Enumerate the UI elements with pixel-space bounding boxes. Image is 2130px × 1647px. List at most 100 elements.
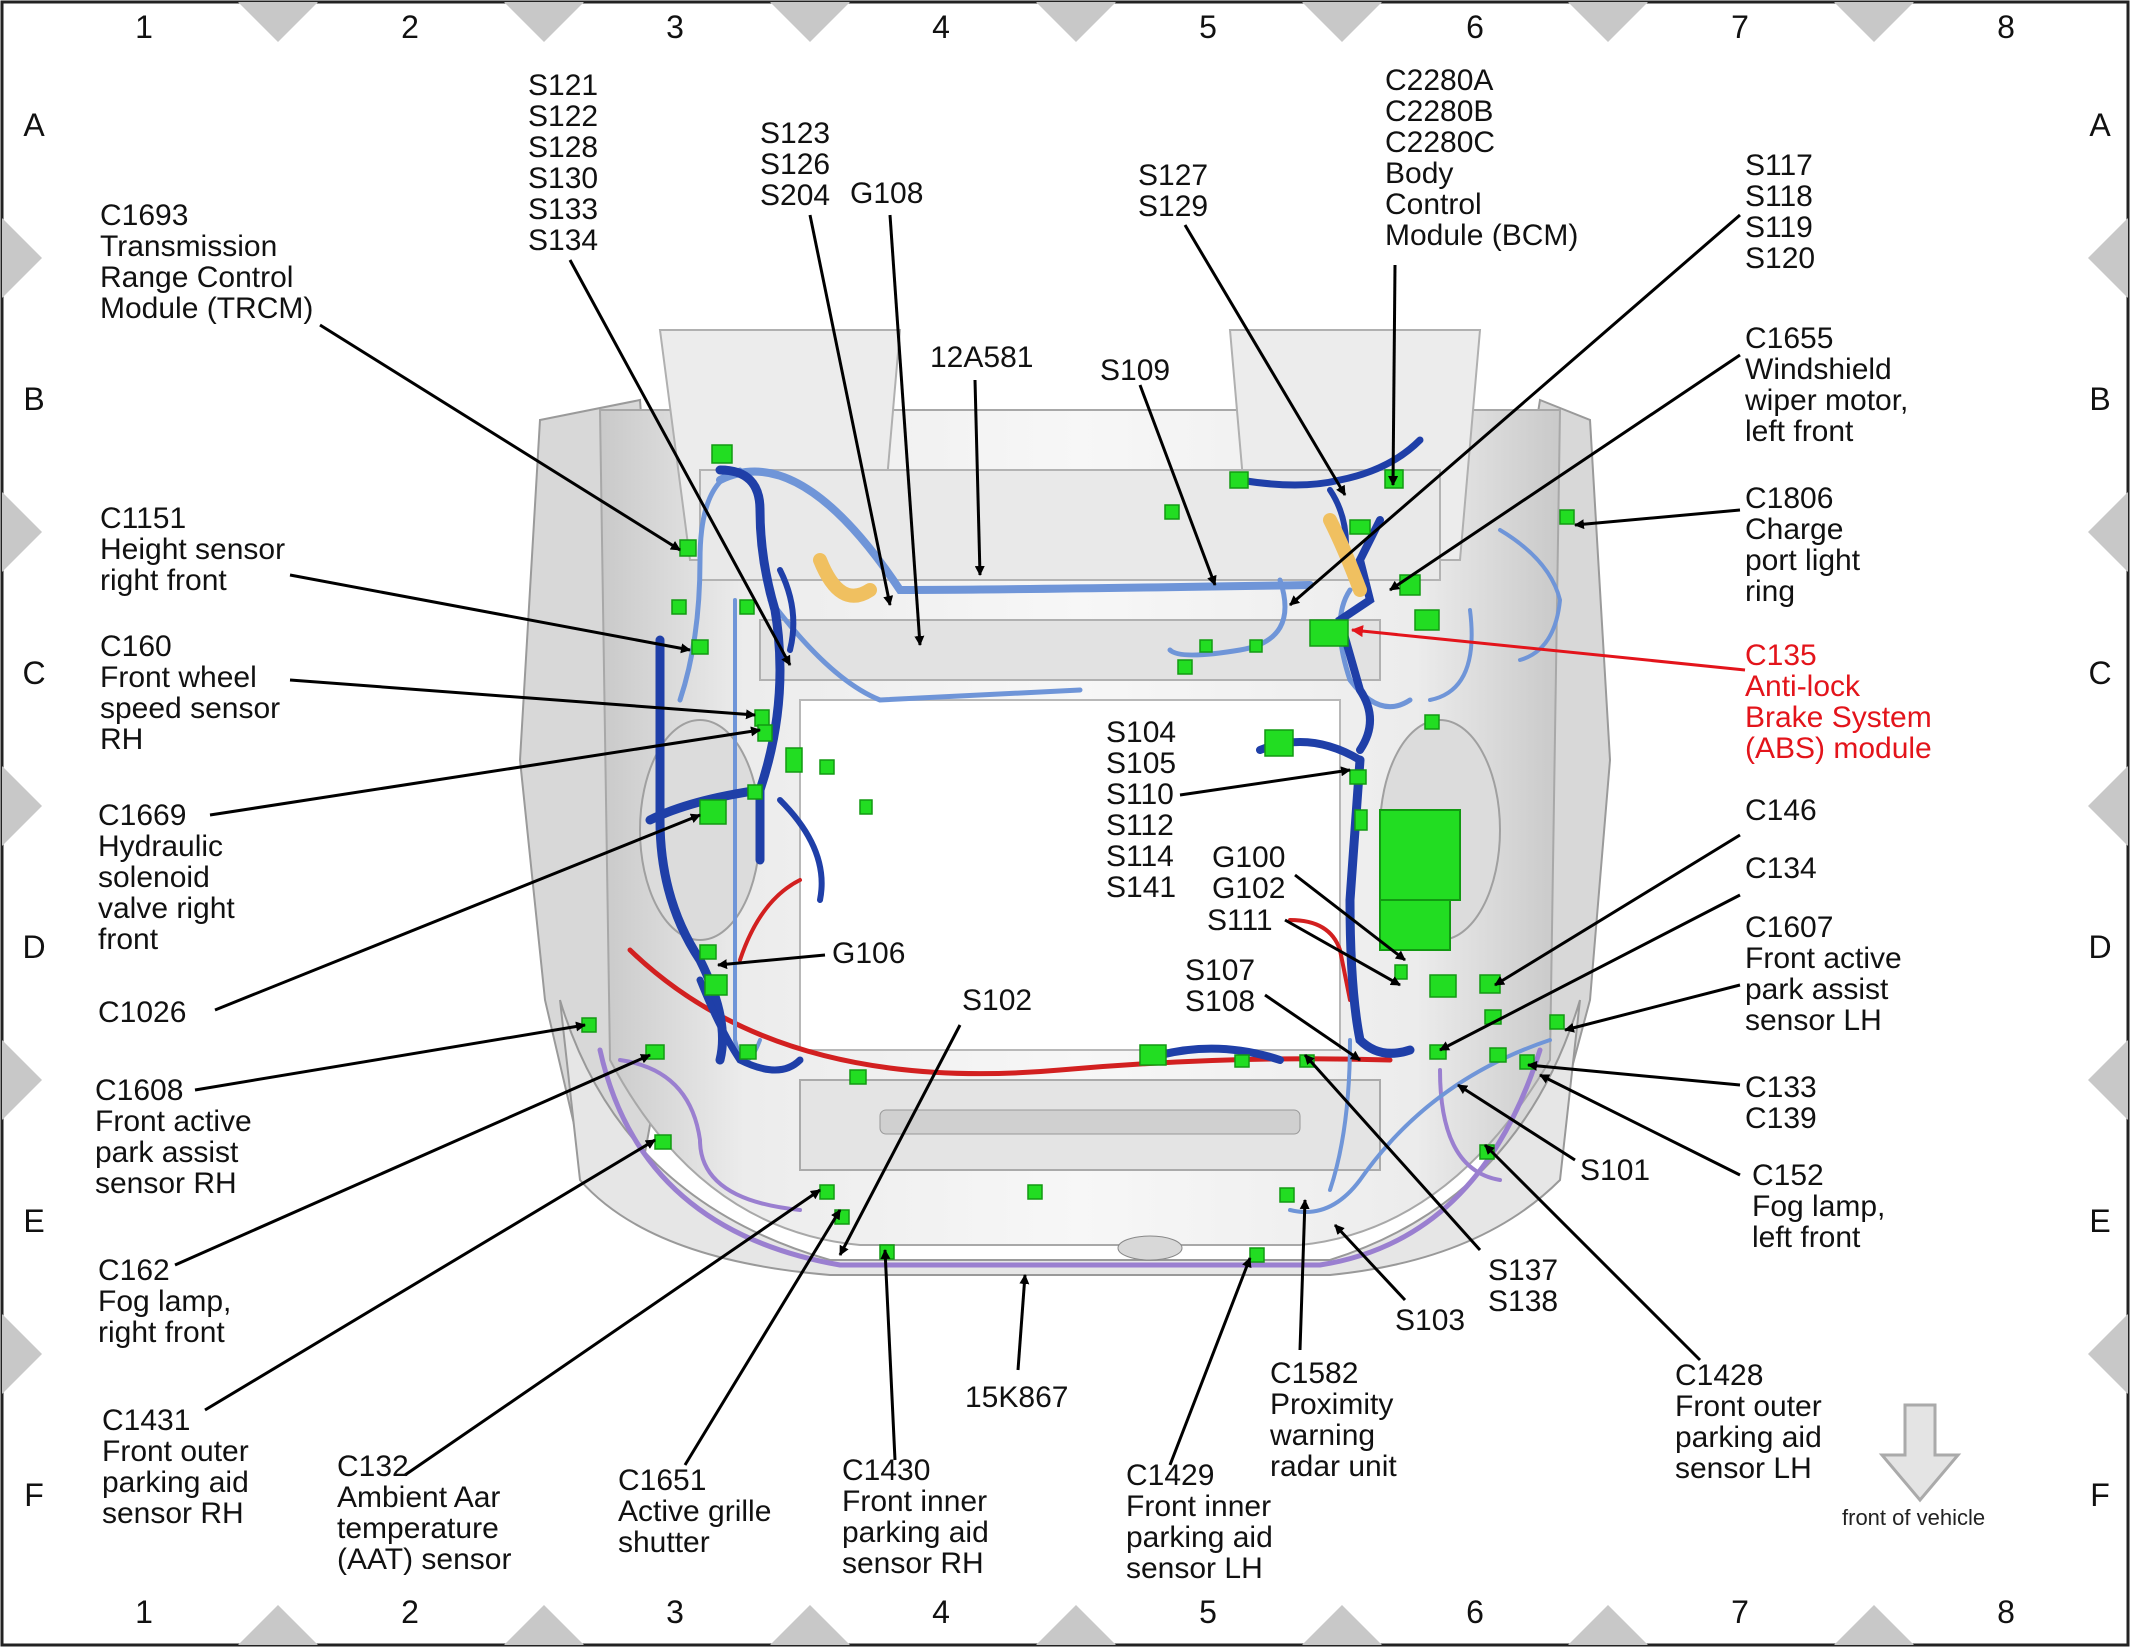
connector-block [1249,1247,1265,1263]
label-c134: C134 [1745,852,1817,885]
connector-block [679,539,697,557]
connector-block [819,759,835,775]
label-c132-aat-sensor: C132 Ambient Aar temperature (AAT) senso… [337,1450,512,1576]
connector-block [711,444,733,464]
connector-block [1424,714,1440,730]
leader-c1582 [1298,1199,1310,1351]
leader-s127 [1183,224,1347,496]
grid-diamond [1036,1605,1116,1645]
label-c1431-outer-aid-rh: C1431 Front outer parking aid sensor RH [102,1404,249,1530]
connector-block [785,747,803,773]
grid-col-top-8: 8 [1997,9,2015,45]
connector-block [699,799,727,825]
leader-c1431 [204,1138,656,1412]
connector-block [1264,729,1294,757]
leader-c1607 [1564,983,1741,1033]
connector-block [654,1134,672,1150]
label-c1428-outer-aid-lh: C1428 Front outer parking aid sensor LH [1675,1359,1822,1485]
leader-g100 [1294,873,1406,962]
grid-row-left-c: C [22,655,46,691]
leader-12a581 [973,379,985,576]
label-s109: S109 [1100,354,1171,387]
label-g106: G106 [832,937,906,970]
leader-g106 [717,953,826,970]
leader-s103 [1333,1223,1407,1302]
grid-row-left-f: F [24,1477,44,1513]
label-c133-group: C133 C139 [1745,1071,1817,1135]
grid-col-top-1: 1 [135,9,153,45]
connector-block [1414,609,1440,631]
label-c1669-solenoid: C1669 Hydraulic solenoid valve right fro… [98,799,235,956]
leader-c1429 [1168,1257,1252,1466]
grid-col-top-6: 6 [1466,9,1484,45]
grid-row-right-b: B [2089,381,2111,417]
grid-row-right-a: A [2089,107,2111,143]
grid-row-right-e: E [2089,1203,2111,1239]
connector-block [1429,974,1457,998]
label-c1607-park-assist-lh: C1607 Front active park assist sensor LH [1745,911,1902,1037]
connector-block [1199,639,1213,653]
leader-g108 [888,214,925,646]
connector-block [1279,1187,1295,1203]
front-of-vehicle-label: front of vehicle [1842,1505,1986,1530]
label-c1151-height-sensor: C1151 Height sensor right front [100,502,286,597]
label-c1026: C1026 [98,996,187,1029]
connector-block [691,639,709,655]
label-15k867: 15K867 [965,1381,1069,1414]
grid-diamond [1302,1605,1382,1645]
label-c1608-park-assist-rh: C1608 Front active park assist sensor RH [95,1074,252,1200]
leader-s104 [1179,766,1351,797]
connector-block [819,1184,835,1200]
connector-block [704,974,728,996]
label-c160-wheel-speed: C160 Front wheel speed sensor RH [100,630,281,756]
connector-block [859,799,873,815]
label-s102: S102 [962,984,1033,1017]
connector-block [1234,1054,1250,1068]
grid-diamond [2088,218,2128,298]
leader-s109 [1138,384,1217,586]
connector-block [849,1069,867,1085]
connector-block [747,784,763,800]
label-s117-group: S117 S118 S119 S120 [1745,149,1816,275]
grid-diamond [2,1040,42,1120]
grid-row-left-e: E [23,1203,45,1239]
leader-c132 [404,1188,821,1477]
grid-diamond [1834,1605,1914,1645]
leader-15k867 [1016,1274,1030,1371]
grid-row-right-c: C [2088,655,2112,691]
leader-s101 [1457,1083,1576,1162]
label-c1693-trcm: C1693 Transmission Range Control Module … [100,199,314,325]
label-c162-fog-lamp-rf: C162 Fog lamp, right front [98,1254,232,1349]
grid-diamond [1834,2,1914,42]
leader-s102 [838,1024,962,1256]
grid-row-right-f: F [2090,1477,2110,1513]
grid-col-top-3: 3 [666,9,684,45]
connector-block [757,724,773,742]
leader-c1026 [214,813,701,1012]
grid-diamond [2088,1040,2128,1120]
grid-diamond [238,1605,318,1645]
label-c1582-radar: C1582 Proximity warning radar unit [1270,1357,1397,1483]
label-s123-group: S123 S126 S204 [760,117,831,212]
grid-diamond [2,218,42,298]
grid-diamond [770,2,850,42]
label-c1655-wiper: C1655 Windshield wiper motor, left front [1745,322,1909,448]
grille-slot [879,1109,1301,1135]
grid-row-left-d: D [22,929,46,965]
grid-col-top-2: 2 [401,9,419,45]
leader-c152 [1539,1073,1741,1177]
connector-block [1519,1054,1535,1070]
grid-diamond [2088,492,2128,572]
leader-s107 [1264,993,1361,1062]
grid-diamond [1036,2,1116,42]
connector-block [1394,964,1408,980]
leader-s123 [808,214,894,606]
connector-block [1309,619,1349,647]
leader-s137 [1303,1053,1482,1252]
connector-block [671,599,687,615]
leader-s117 [1289,213,1741,607]
leader-c162 [174,1053,651,1267]
grid-col-top-7: 7 [1731,9,1749,45]
